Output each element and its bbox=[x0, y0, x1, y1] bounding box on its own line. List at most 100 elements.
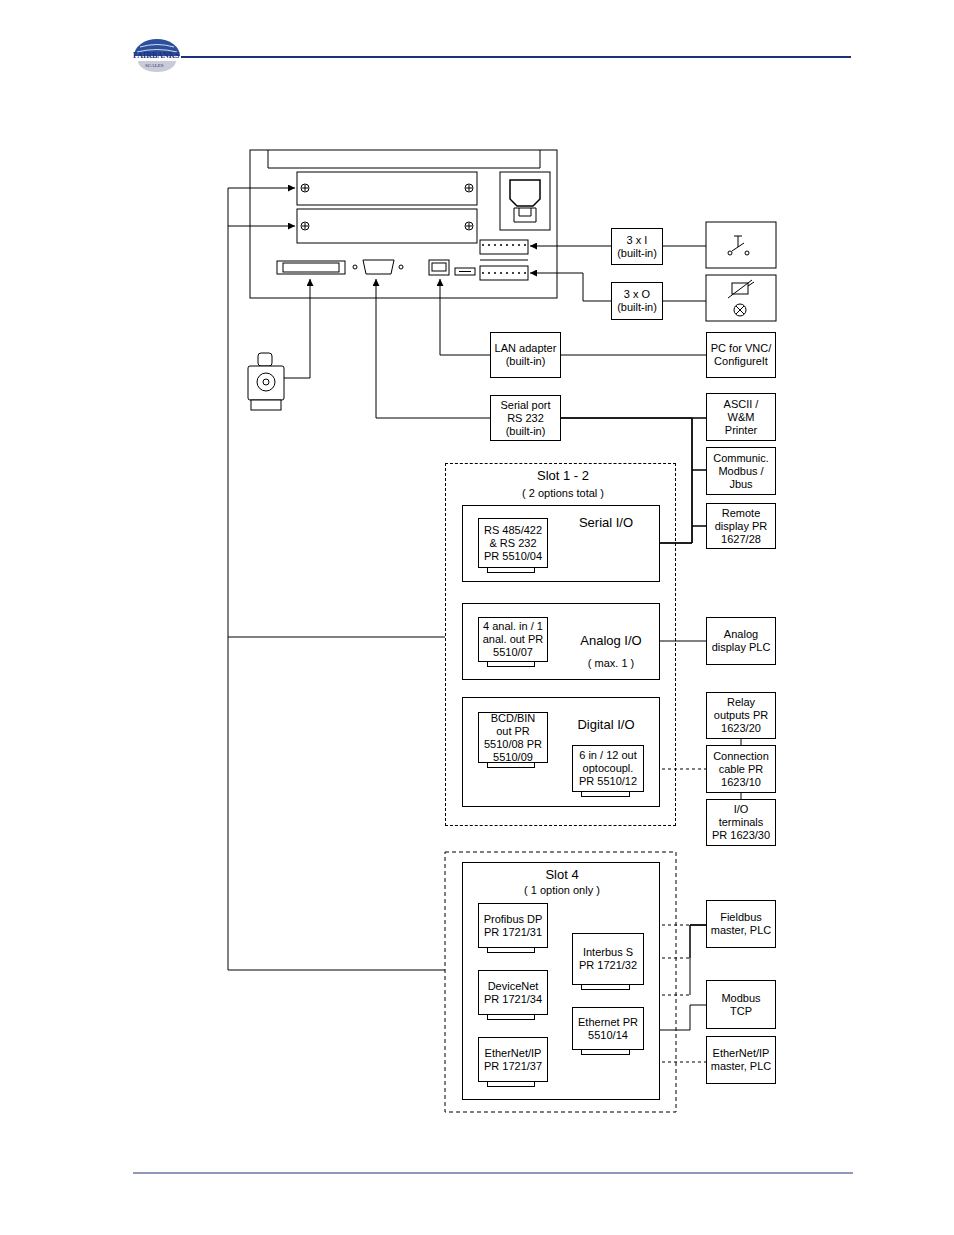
card-edge bbox=[487, 763, 535, 768]
slot-plate bbox=[297, 209, 477, 243]
device-box: 3 x I (built-in) bbox=[611, 228, 663, 265]
housing bbox=[250, 150, 557, 298]
logo-base bbox=[138, 61, 176, 72]
option-card: Interbus S PR 1721/32 bbox=[572, 933, 644, 985]
power-inlet bbox=[500, 172, 550, 230]
option-card: DeviceNet PR 1721/34 bbox=[478, 970, 548, 1015]
box-label: 3 x I (built-in) bbox=[615, 234, 659, 260]
group-title: ( max. 1 ) bbox=[588, 657, 634, 670]
box-label: Fieldbus master, PLC bbox=[710, 911, 772, 937]
device-box: Fieldbus master, PLC bbox=[706, 900, 776, 948]
wire bbox=[284, 279, 310, 378]
option-card: Profibus DP PR 1721/31 bbox=[478, 903, 548, 948]
group-title: Analog I/O bbox=[580, 634, 641, 649]
wire bbox=[228, 188, 229, 970]
card-edge bbox=[487, 662, 535, 667]
lamp-cross bbox=[736, 306, 744, 314]
wire bbox=[440, 279, 490, 355]
box-label: 4 anal. in / 1 anal. out PR 5510/07 bbox=[482, 620, 544, 659]
box-label: Communic. Modbus / Jbus bbox=[710, 452, 772, 491]
option-group: Digital I/O BCD/BIN out PR 5510/08 PR 551… bbox=[462, 697, 660, 807]
box-label: Serial port RS 232 (built-in) bbox=[494, 399, 557, 438]
dsub-connector bbox=[363, 260, 394, 274]
wire bbox=[530, 273, 611, 301]
relay-box bbox=[706, 275, 776, 321]
option-group: Slot 4( 1 option only )Profibus DP PR 17… bbox=[462, 862, 660, 1100]
logo-text: FAIRBANKS bbox=[133, 52, 180, 60]
device-box: ASCII / W&M Printer bbox=[706, 393, 776, 441]
option-card: RS 485/422 & RS 232 PR 5510/04 bbox=[478, 518, 548, 568]
load-cell-bore bbox=[263, 379, 269, 385]
cable-gland bbox=[258, 353, 272, 366]
box-label: Modbus TCP bbox=[710, 992, 772, 1018]
switch-symbol bbox=[732, 236, 744, 251]
terminal-pins bbox=[480, 240, 528, 254]
card-edge bbox=[487, 1015, 535, 1020]
card-edge bbox=[581, 985, 630, 990]
connector-line bbox=[690, 925, 706, 958]
device-box: Modbus TCP bbox=[706, 980, 776, 1029]
group-title: Serial I/O bbox=[579, 516, 633, 531]
connector bbox=[660, 526, 706, 543]
box-label: Interbus S PR 1721/32 bbox=[576, 946, 640, 972]
device-box: EtherNet/IP master, PLC bbox=[706, 1036, 776, 1084]
option-card: 6 in / 12 out optocoupl. PR 5510/12 bbox=[572, 745, 644, 792]
card-edge bbox=[487, 568, 535, 573]
header-rule bbox=[181, 56, 851, 58]
group-title: ( 2 options total ) bbox=[522, 487, 604, 500]
switch-contact bbox=[728, 251, 732, 255]
wire bbox=[376, 279, 490, 418]
box-label: Ethernet PR 5510/14 bbox=[576, 1016, 640, 1042]
box-label: Relay outputs PR 1623/20 bbox=[710, 696, 772, 735]
device-box: Relay outputs PR 1623/20 bbox=[706, 692, 776, 739]
option-card: 4 anal. in / 1 anal. out PR 5510/07 bbox=[478, 617, 548, 662]
slot-4-region bbox=[445, 852, 676, 1112]
connector bbox=[548, 925, 706, 995]
load-cell-body bbox=[248, 366, 284, 400]
terminal-pins bbox=[480, 266, 528, 280]
connector bbox=[660, 470, 706, 543]
dsub-pins bbox=[367, 262, 390, 271]
connector bbox=[660, 418, 706, 543]
power-switch bbox=[514, 208, 536, 222]
box-label: RS 485/422 & RS 232 PR 5510/04 bbox=[482, 524, 544, 563]
device-box: Remote display PR 1627/28 bbox=[706, 503, 776, 549]
option-card: BCD/BIN out PR 5510/08 PR 5510/09 bbox=[478, 712, 548, 763]
device-box: 3 x O (built-in) bbox=[611, 282, 663, 320]
connector-line bbox=[561, 355, 706, 356]
logo-text: SCALES bbox=[145, 63, 164, 68]
device-box: Serial port RS 232 (built-in) bbox=[490, 395, 561, 441]
lamp-symbol bbox=[734, 304, 746, 316]
wiring bbox=[228, 188, 706, 1112]
slot-plate bbox=[297, 172, 477, 205]
group-title: Slot 1 - 2 bbox=[537, 469, 589, 484]
load-cell-connector bbox=[277, 261, 345, 274]
connector-line bbox=[660, 641, 706, 642]
box-label: 6 in / 12 out optocoupl. PR 5510/12 bbox=[576, 749, 640, 788]
connector-line bbox=[660, 418, 706, 543]
box-label: LAN adapter (built-in) bbox=[494, 342, 557, 368]
device-box: Analog display PLC bbox=[706, 617, 776, 665]
connector-pins bbox=[283, 263, 339, 272]
wire bbox=[228, 188, 295, 189]
box-label: BCD/BIN out PR 5510/08 PR 5510/09 bbox=[482, 712, 544, 764]
connector-line bbox=[690, 925, 706, 995]
box-label: Remote display PR 1627/28 bbox=[710, 507, 772, 546]
terminal-block bbox=[480, 240, 528, 254]
box-label: Analog display PLC bbox=[710, 628, 772, 654]
switch-contact bbox=[745, 251, 749, 255]
terminal-block bbox=[480, 266, 528, 280]
box-label: ASCII / W&M Printer bbox=[710, 398, 772, 437]
device-box: PC for VNC/ ConfigureIt bbox=[706, 332, 776, 378]
group-title: Digital I/O bbox=[577, 718, 634, 733]
dsub-screw bbox=[399, 265, 403, 269]
connector bbox=[660, 641, 706, 642]
screw-slots bbox=[302, 185, 472, 229]
load-cell-bore bbox=[257, 373, 275, 391]
dsub-screw bbox=[353, 265, 357, 269]
io-symbols bbox=[706, 222, 776, 321]
box-label: PC for VNC/ ConfigureIt bbox=[710, 342, 772, 368]
wire bbox=[228, 637, 445, 638]
connector-line bbox=[660, 526, 706, 543]
option-group: Serial I/O RS 485/422 & RS 232 PR 5510/04 bbox=[462, 505, 660, 582]
